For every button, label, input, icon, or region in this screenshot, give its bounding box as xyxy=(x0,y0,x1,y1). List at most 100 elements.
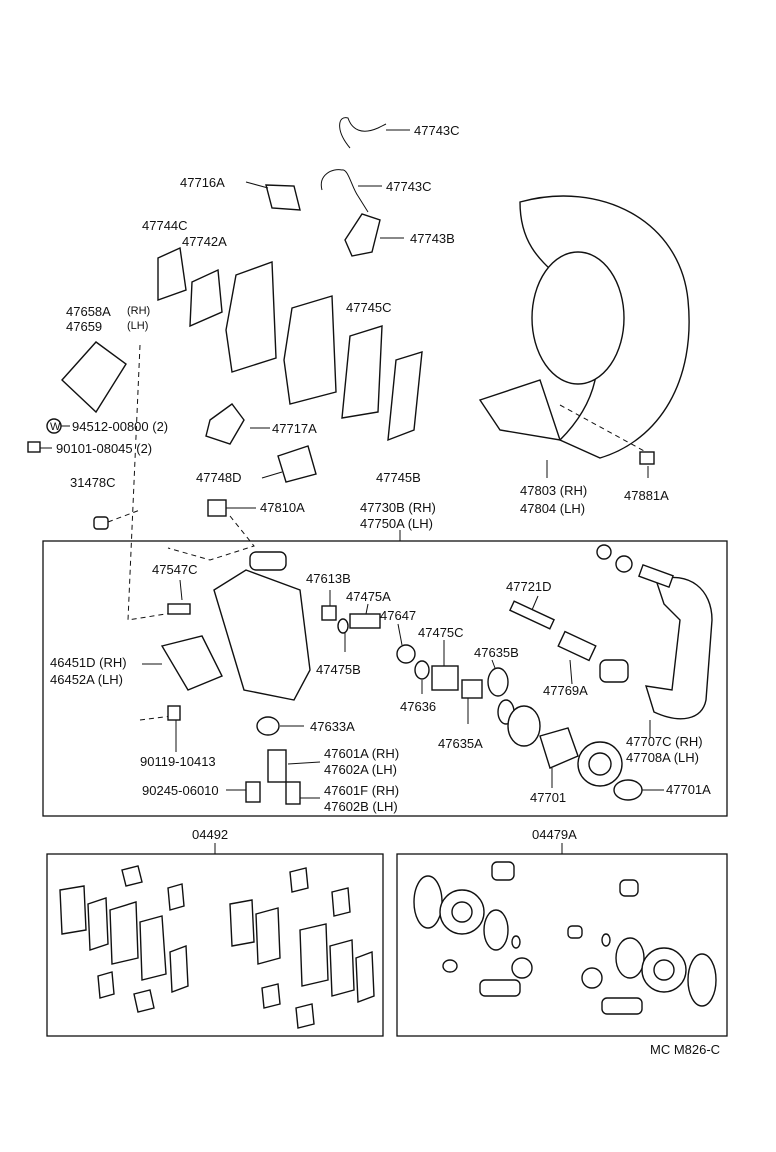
torque-plate-part xyxy=(645,576,713,720)
bolt-part xyxy=(245,781,261,803)
wire-clip-part xyxy=(320,169,369,213)
bleeder-plug-part xyxy=(167,603,191,615)
label-47881A: 47881A xyxy=(624,488,669,503)
adjuster-part xyxy=(461,679,483,699)
slide-pin-part xyxy=(267,749,287,783)
bushing-part xyxy=(615,555,633,573)
label-47716A: 47716A xyxy=(180,175,225,190)
wire-clip-part xyxy=(339,117,387,149)
anti-squeal-shim-part xyxy=(341,325,383,419)
label-47613B: 47613B xyxy=(306,571,351,586)
label-47701: 47701 xyxy=(530,790,566,805)
label-47742A: 47742A xyxy=(182,234,227,249)
label-47803: 47803 (RH) xyxy=(520,483,587,498)
label-47730B: 47730B (RH) xyxy=(360,500,436,515)
pad-support-plate-part xyxy=(205,403,245,445)
label-47750A: 47750A (LH) xyxy=(360,516,433,531)
label-47602B: 47602B (LH) xyxy=(324,799,398,814)
label-46451D: 46451D (RH) xyxy=(50,655,127,670)
label-47743C-lower: 47743C xyxy=(386,179,432,194)
label-47601F: 47601F (RH) xyxy=(324,783,399,798)
label-47748D: 47748D xyxy=(196,470,242,485)
pin-part xyxy=(638,563,674,589)
label-94512-00800: 94512-00800 (2) xyxy=(72,419,168,434)
label-31478C: 31478C xyxy=(70,475,116,490)
label-47475C: 47475C xyxy=(418,625,464,640)
anti-squeal-shim-part xyxy=(157,246,187,301)
bolt-part xyxy=(639,451,655,465)
boot-part xyxy=(599,659,629,683)
anti-squeal-shim-part xyxy=(387,351,423,442)
spring-part xyxy=(285,781,301,805)
spring-part xyxy=(431,665,459,691)
retainer-part xyxy=(396,644,416,664)
label-47659: 47659 xyxy=(66,319,102,334)
label-90101-08045: 90101-08045 (2) xyxy=(56,441,152,456)
piston-part xyxy=(539,727,579,769)
kit-04479A-frame xyxy=(396,853,728,1037)
ring-part xyxy=(337,618,349,634)
label-90245-06010: 90245-06010 xyxy=(142,783,219,798)
label-47721D: 47721D xyxy=(506,579,552,594)
label-47547C: 47547C xyxy=(152,562,198,577)
caliper-cylinder-part xyxy=(213,569,311,701)
label-47810A: 47810A xyxy=(260,500,305,515)
pad-support-part xyxy=(277,445,317,483)
label-47475B: 47475B xyxy=(316,662,361,677)
label-47744C: 47744C xyxy=(142,218,188,233)
bleeder-cap-part xyxy=(93,516,109,530)
pin-part xyxy=(321,605,337,621)
kit-04479A-parts xyxy=(413,861,717,1015)
bolt-part xyxy=(207,499,227,517)
label-47708A: 47708A (LH) xyxy=(626,750,699,765)
label-47743B: 47743B xyxy=(410,231,455,246)
bushing-part xyxy=(557,630,597,662)
label-47658A-rh: (RH) xyxy=(127,305,150,317)
label-47743C-upper: 47743C xyxy=(414,123,460,138)
anti-squeal-shim-part xyxy=(189,268,223,328)
bolt-part xyxy=(509,600,555,630)
dust-cover-flange xyxy=(478,379,562,441)
bushing-part xyxy=(596,544,612,560)
label-47602A: 47602A (LH) xyxy=(324,762,397,777)
label-47659-lh: (LH) xyxy=(127,320,148,332)
seal-part xyxy=(507,705,541,747)
dust-cover-part xyxy=(61,341,127,414)
label-47601A: 47601A (RH) xyxy=(324,746,399,761)
label-47635B: 47635B xyxy=(474,645,519,660)
bolt-part xyxy=(27,441,41,453)
label-46452A: 46452A (LH) xyxy=(50,672,123,687)
label-47636: 47636 xyxy=(400,699,436,714)
label-47707C: 47707C (RH) xyxy=(626,734,703,749)
spring-part xyxy=(349,613,381,629)
svg-text:W: W xyxy=(50,421,61,433)
o-ring-part xyxy=(613,779,643,801)
boot-part xyxy=(256,716,280,736)
label-47769A: 47769A xyxy=(543,683,588,698)
label-47804: 47804 (LH) xyxy=(520,501,585,516)
caliper-bushing-part xyxy=(249,551,287,571)
label-47717A: 47717A xyxy=(272,421,317,436)
brake-pad-part xyxy=(283,295,337,405)
label-47658A: 47658A xyxy=(66,304,111,319)
dust-cover-hub-opening xyxy=(531,251,625,385)
bolt-part xyxy=(167,705,181,721)
wear-indicator-part xyxy=(344,213,381,257)
label-04492: 04492 xyxy=(192,827,228,842)
caliper-assembly-frame xyxy=(42,540,728,817)
shim-clip-part xyxy=(265,184,301,211)
label-47635A: 47635A xyxy=(438,736,483,751)
brake-pad-part xyxy=(225,261,277,373)
ring-part xyxy=(414,660,430,680)
piston-seal-inner xyxy=(588,752,612,776)
label-90119-10413: 90119-10413 xyxy=(140,754,216,769)
label-47745C: 47745C xyxy=(346,300,392,315)
label-47745B: 47745B xyxy=(376,470,421,485)
diagram-reference-code: MC M826-C xyxy=(650,1042,720,1057)
label-47701A: 47701A xyxy=(666,782,711,797)
label-47633A: 47633A xyxy=(310,719,355,734)
label-47647: 47647 xyxy=(380,608,416,623)
label-04479A: 04479A xyxy=(532,827,577,842)
